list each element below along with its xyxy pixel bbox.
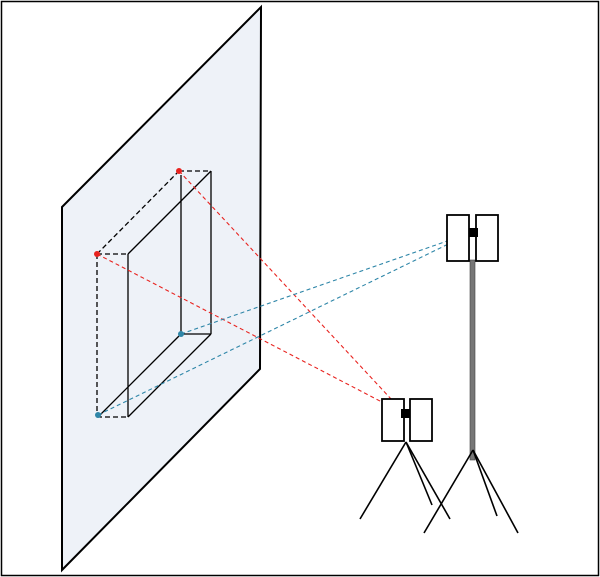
teal-line-center <box>180 231 474 335</box>
mast-leg <box>423 449 474 534</box>
tripod-leg <box>359 441 407 520</box>
scanner-housing-right <box>475 214 499 262</box>
teal-target-center <box>178 331 184 337</box>
scanner-head <box>401 409 410 418</box>
scanner-far <box>423 214 519 534</box>
tripod-leg <box>405 441 433 506</box>
opening-back-top <box>127 170 212 255</box>
mast-leg <box>472 449 519 534</box>
scanner-housing-right <box>409 398 433 442</box>
red-line-left <box>96 253 406 415</box>
opening-back-bottom <box>127 333 212 418</box>
red-target-top <box>176 168 182 174</box>
teal-target-bottom <box>95 412 101 418</box>
tripod-leg <box>405 441 451 520</box>
scanner-housing-left <box>446 214 470 262</box>
opening-sill <box>97 333 182 418</box>
red-sight-lines <box>96 170 406 415</box>
mast-leg <box>472 449 498 517</box>
scanner-head <box>469 228 478 237</box>
red-target-left <box>94 251 100 257</box>
wall-opening <box>96 170 212 418</box>
opening-front-top <box>96 170 180 255</box>
red-line-top <box>178 170 406 415</box>
scanner-housing-left <box>381 398 405 442</box>
mast-pole <box>469 259 476 461</box>
teal-sight-lines <box>97 231 474 416</box>
wall-plane <box>61 4 263 573</box>
scanner-near <box>359 398 451 520</box>
